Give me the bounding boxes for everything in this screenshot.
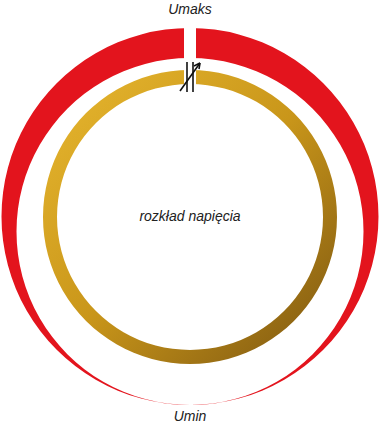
voltage-min-label: Umin	[174, 408, 207, 424]
band-gap	[184, 20, 196, 62]
capacitor-symbol	[180, 62, 200, 92]
coil-ring	[43, 70, 337, 364]
voltage-max-label: Umaks	[168, 1, 212, 17]
center-label: rozkład napięcia	[139, 208, 240, 224]
voltage-band	[1, 28, 378, 405]
